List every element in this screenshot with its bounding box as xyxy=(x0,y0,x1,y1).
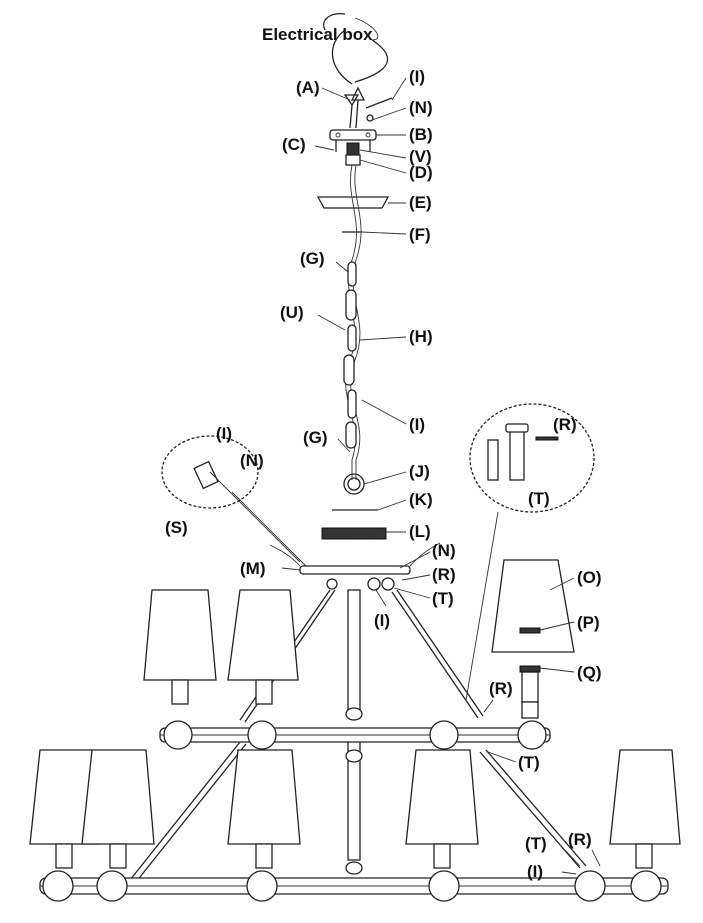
label-q: (Q) xyxy=(577,663,602,682)
lower-shades xyxy=(29,749,681,869)
lower-ring xyxy=(39,870,669,902)
threaded-nipple xyxy=(345,142,361,166)
label-o: (O) xyxy=(577,568,602,587)
label-m: (M) xyxy=(240,559,265,578)
label-r-low: (R) xyxy=(568,830,592,849)
center-hub xyxy=(269,542,441,591)
hook-loop-and-sleeve xyxy=(321,473,387,540)
label-a: (A) xyxy=(296,78,320,97)
wire-connectors xyxy=(343,86,393,129)
label-n-top: (N) xyxy=(409,98,433,117)
label-t-detail: (T) xyxy=(528,489,550,508)
label-v: (V) xyxy=(409,147,432,166)
mounting-crossbar xyxy=(329,129,377,152)
label-r-arm: (R) xyxy=(489,679,513,698)
label-t-mid: (T) xyxy=(432,589,454,608)
part-labels: (A) (I) (N) (B) (C) (V) (D) (E) (F) (G) … xyxy=(165,67,602,881)
upper-shades xyxy=(143,559,575,719)
label-s-detail: (S) xyxy=(165,518,188,537)
label-h: (H) xyxy=(409,327,433,346)
label-d: (D) xyxy=(409,163,433,182)
label-g-low: (G) xyxy=(303,428,328,447)
label-e: (E) xyxy=(409,193,432,212)
label-i-detail: (I) xyxy=(216,424,232,443)
leader-lines xyxy=(281,77,601,875)
label-b: (B) xyxy=(409,125,433,144)
label-u: (U) xyxy=(280,303,304,322)
electrical-box-wires xyxy=(323,13,389,85)
label-i-low: (I) xyxy=(527,862,543,881)
label-j: (J) xyxy=(409,462,430,481)
label-c: (C) xyxy=(282,135,306,154)
label-i-top: (I) xyxy=(409,67,425,86)
label-n-detail: (N) xyxy=(240,451,264,470)
label-p: (P) xyxy=(577,613,600,632)
detail-bubble-socket xyxy=(161,435,307,567)
lower-arms xyxy=(129,741,587,883)
label-i-chain: (I) xyxy=(409,415,425,434)
label-t-arm: (T) xyxy=(518,753,540,772)
label-n-mid: (N) xyxy=(432,541,456,560)
chain-and-cable xyxy=(343,164,362,480)
label-i-mid: (I) xyxy=(374,611,390,630)
diagram-title: Electrical box xyxy=(262,25,373,44)
label-t-low: (T) xyxy=(525,834,547,853)
label-f: (F) xyxy=(409,225,431,244)
label-k: (K) xyxy=(409,490,433,509)
upper-ring xyxy=(159,720,551,750)
central-column xyxy=(345,589,363,875)
label-r-mid: (R) xyxy=(432,565,456,584)
detail-bubble-arm-joint xyxy=(465,403,595,701)
label-r-detail: (R) xyxy=(553,415,577,434)
label-l: (L) xyxy=(409,522,431,541)
label-g-top: (G) xyxy=(300,249,325,268)
